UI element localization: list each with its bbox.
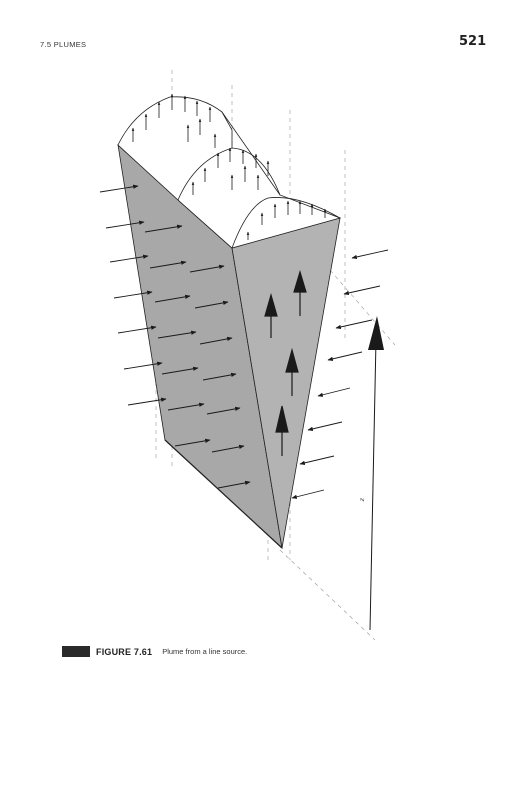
upward-arrows	[264, 269, 307, 456]
caption-bar	[62, 646, 90, 657]
z-axis-arrow	[368, 316, 384, 631]
inflow-arrows-left	[99, 184, 251, 489]
running-head: 7.5 PLUMES	[40, 40, 87, 49]
page-number: 521	[459, 34, 487, 49]
plume-base-edge	[164, 439, 283, 549]
inflow-arrows-right	[291, 249, 389, 499]
velocity-profile-arrows	[131, 93, 327, 240]
caption-text: Plume from a line source.	[162, 647, 248, 656]
figure-caption: FIGURE 7.61 Plume from a line source.	[62, 645, 247, 658]
top-velocity-profile	[117, 96, 342, 249]
figure-label: FIGURE 7.61	[96, 646, 153, 657]
